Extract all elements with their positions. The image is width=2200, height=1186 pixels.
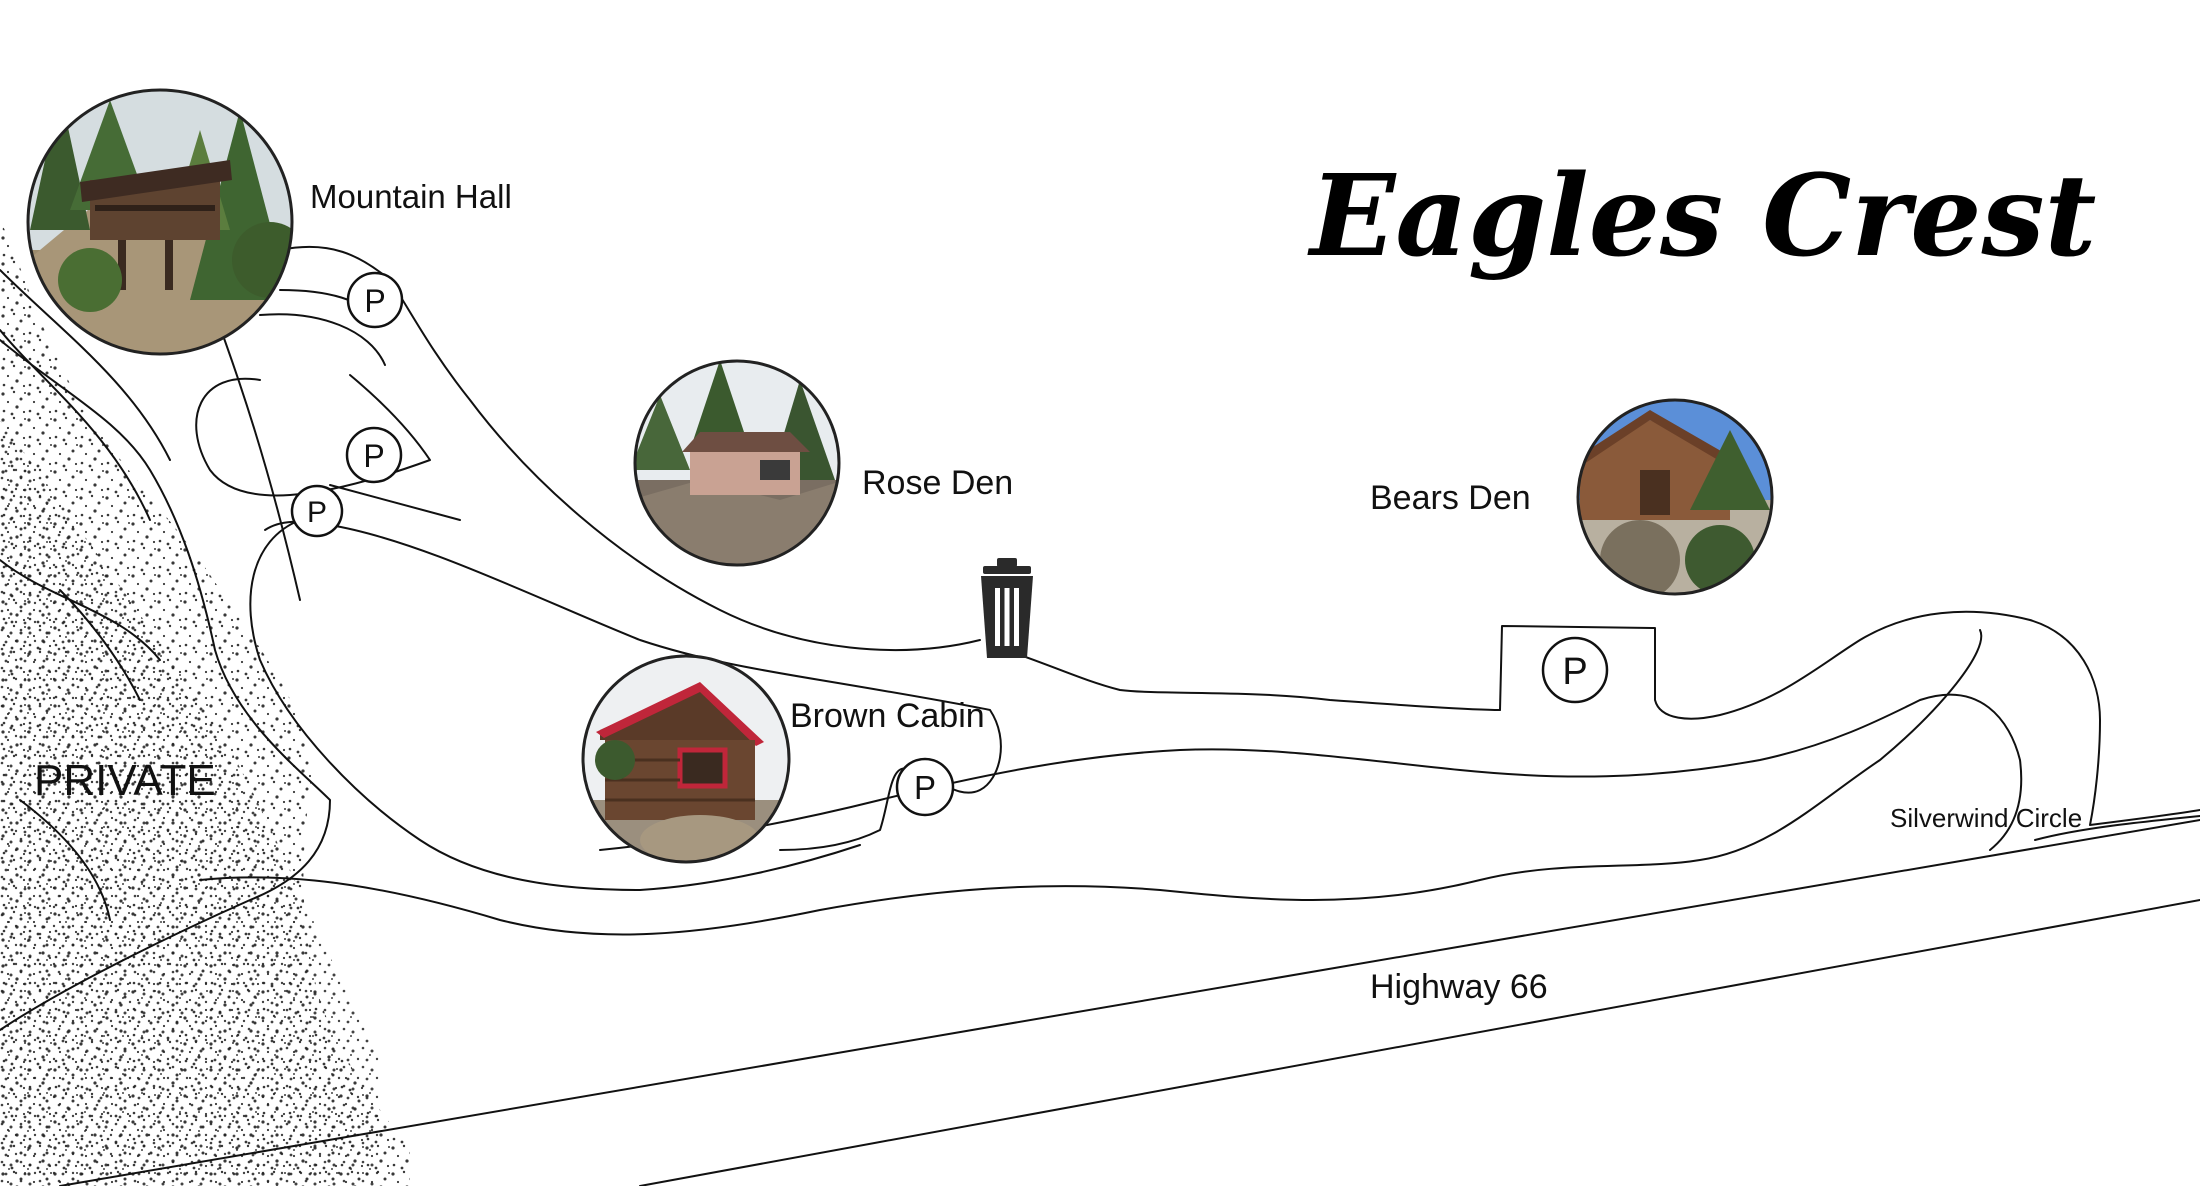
private-area-label: PRIVATE xyxy=(34,756,216,805)
parking-icon: P xyxy=(914,769,936,806)
building-label-bears-den[interactable]: Bears Den xyxy=(1370,479,1531,517)
parking-icon: P xyxy=(307,496,327,529)
parking-spot-mountain-hall[interactable]: P xyxy=(346,271,404,329)
highway-label: Highway 66 xyxy=(1370,968,1548,1006)
parking-icon: P xyxy=(363,438,384,474)
highway-66 xyxy=(59,819,2200,1186)
parking-icon: P xyxy=(1562,651,1587,693)
map-title: Eagles Crest xyxy=(1307,151,2096,282)
building-label-rose-den[interactable]: Rose Den xyxy=(862,464,1013,502)
road-network xyxy=(0,245,2200,1031)
private-area xyxy=(0,220,410,1186)
circle-road-label: Silverwind Circle xyxy=(1890,803,2082,833)
parking-spot-2[interactable]: P xyxy=(345,426,403,484)
parking-spot-brown-cabin[interactable]: P xyxy=(895,757,955,817)
brown-cabin-photo[interactable] xyxy=(580,654,791,865)
trash-can-icon xyxy=(981,558,1033,658)
rose-den-photo[interactable] xyxy=(630,359,845,570)
parking-spot-bears-den[interactable]: P xyxy=(1541,636,1609,704)
building-label-mountain-hall[interactable]: Mountain Hall xyxy=(310,178,512,215)
parking-spot-3[interactable]: P xyxy=(290,484,344,538)
building-label-brown-cabin[interactable]: Brown Cabin xyxy=(790,697,985,735)
parking-spots: P P P P P xyxy=(290,271,1609,817)
parking-icon: P xyxy=(364,283,385,319)
bears-den-photo[interactable] xyxy=(1570,398,1775,600)
